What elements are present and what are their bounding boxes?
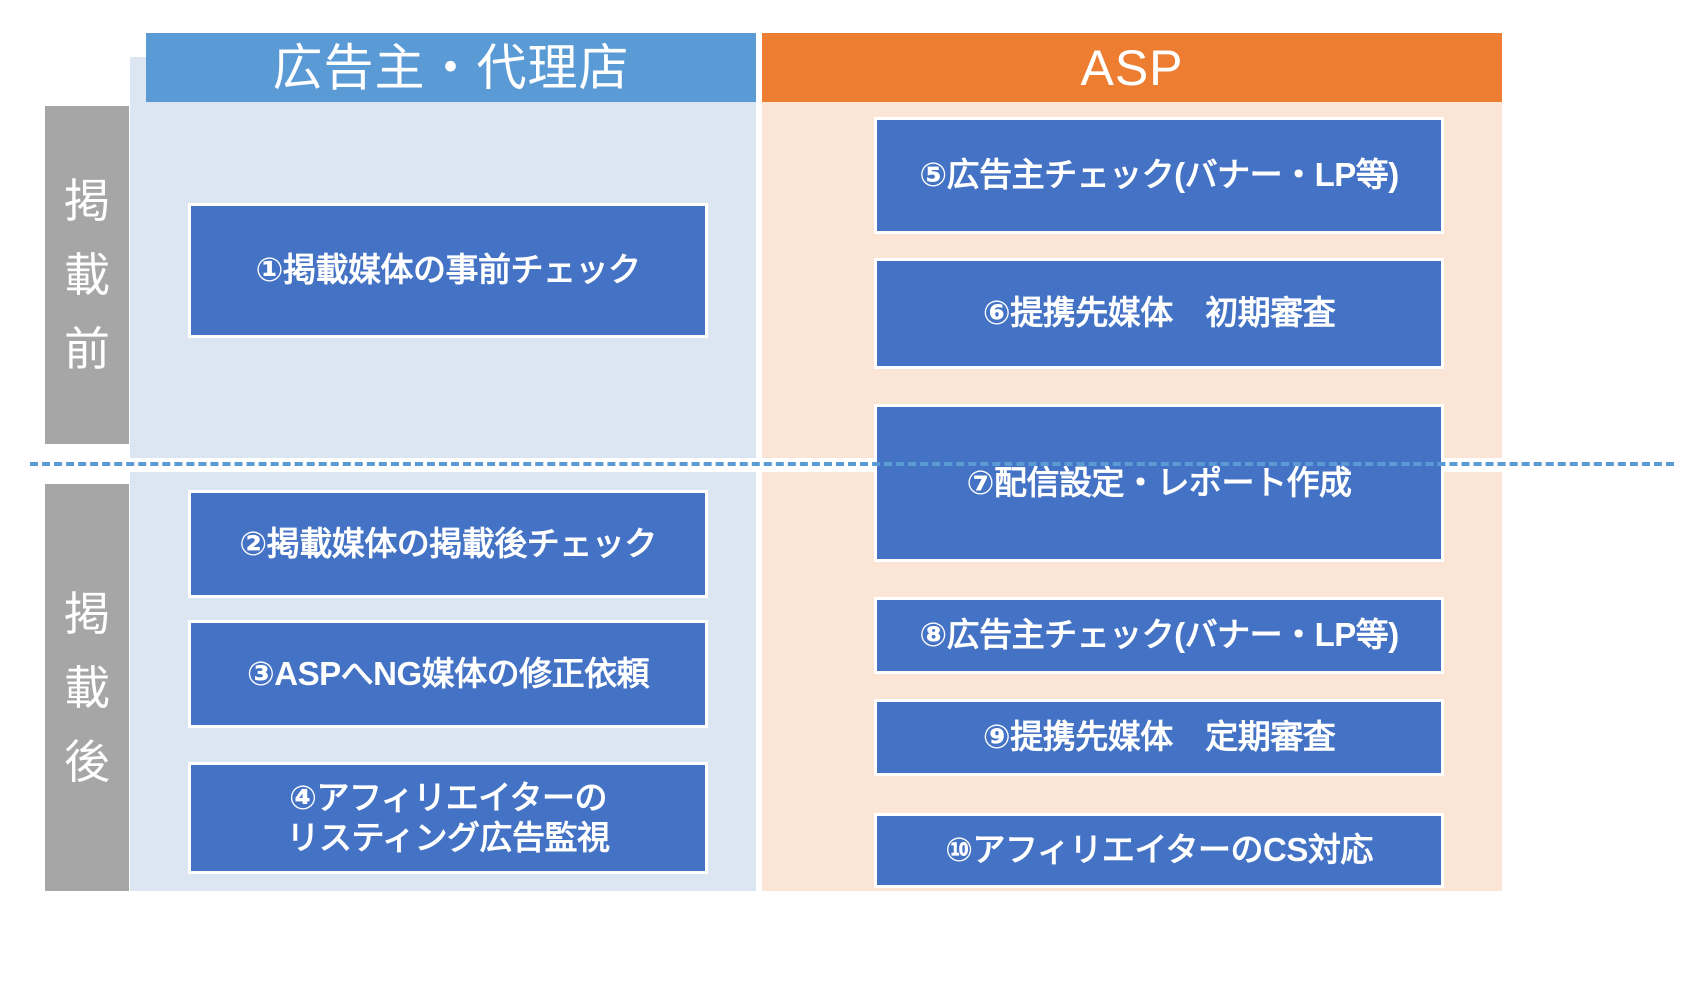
- stage-label-char: 前: [64, 323, 110, 375]
- stage-label-post-publication: 掲 載 後: [45, 484, 129, 891]
- stage-label-pre-publication: 掲 載 前: [45, 106, 129, 444]
- process-box-10: ⑩アフィリエイターのCS対応: [874, 813, 1444, 888]
- stage-divider-line: [30, 462, 1674, 466]
- stage-label-char: 掲: [64, 175, 110, 227]
- process-box-5: ⑤広告主チェック(バナー・LP等): [874, 117, 1444, 234]
- process-box-2: ②掲載媒体の掲載後チェック: [188, 490, 708, 598]
- column-header-advertiser-agency: 広告主・代理店: [146, 33, 756, 102]
- stage-label-char: 掲: [64, 587, 110, 640]
- process-box-8: ⑧広告主チェック(バナー・LP等): [874, 597, 1444, 674]
- stage-label-char: 載: [64, 661, 110, 714]
- stage-label-char: 後: [64, 735, 110, 788]
- process-box-7: ⑦配信設定・レポート作成: [874, 404, 1444, 562]
- process-box-1: ①掲載媒体の事前チェック: [188, 203, 708, 338]
- stage-label-char: 載: [64, 249, 110, 301]
- column-header-asp: ASP: [762, 33, 1502, 102]
- process-box-4: ④アフィリエイターの リスティング広告監視: [188, 762, 708, 874]
- process-box-3: ③ASPへNG媒体の修正依頼: [188, 620, 708, 728]
- process-box-6: ⑥提携先媒体 初期審査: [874, 258, 1444, 369]
- process-box-9: ⑨提携先媒体 定期審査: [874, 699, 1444, 776]
